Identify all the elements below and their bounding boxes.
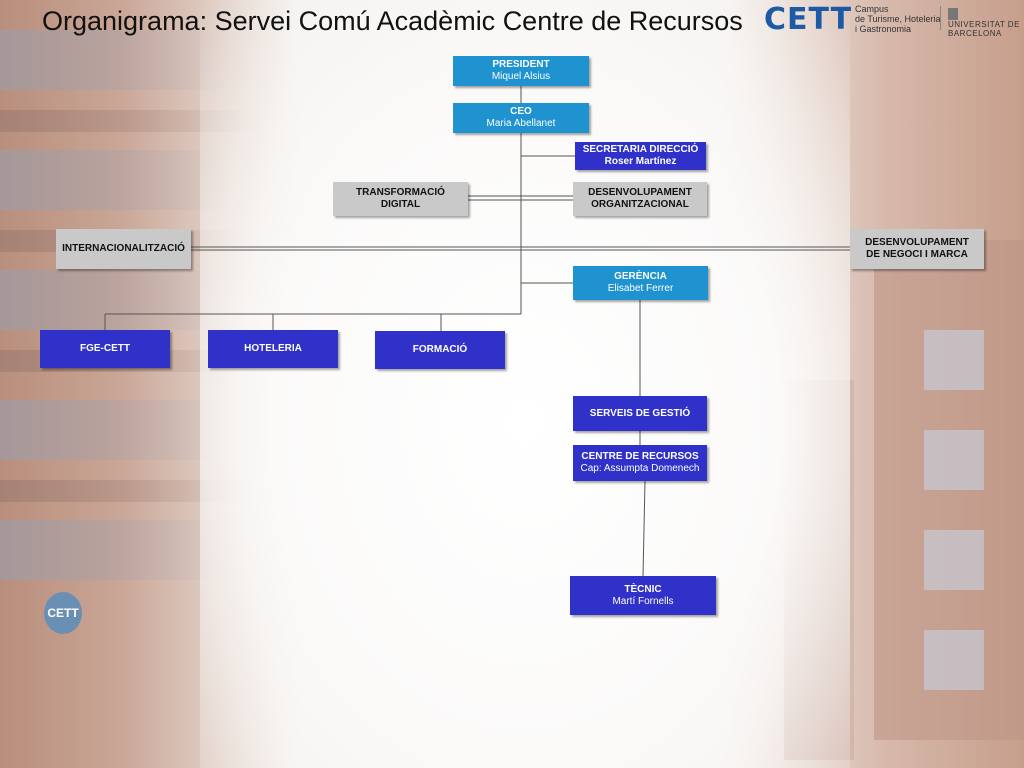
desenvolupament-negoci-box: DESENVOLUPAMENT DE NEGOCI I MARCA xyxy=(850,229,984,269)
internacionalitzacio-title: INTERNACIONALITZACIÓ xyxy=(62,243,185,254)
campus-line: de Turisme, Hoteleria xyxy=(855,14,941,24)
gerencia-box: GERÈNCIA Elisabet Ferrer xyxy=(573,266,708,300)
centre-recursos-name: Cap: Assumpta Domenech xyxy=(580,463,700,474)
formacio-box: FORMACIÓ xyxy=(375,331,505,369)
university-line: BARCELONA xyxy=(948,29,1002,38)
transformacio-box: TRANSFORMACIÓ DIGITAL xyxy=(333,182,468,216)
serveis-gestio-box: SERVEIS DE GESTIÓ xyxy=(573,396,707,431)
fge-cett-box: FGE-CETT xyxy=(40,330,170,368)
university-shield-icon xyxy=(948,8,958,20)
tecnic-title: TÈCNIC xyxy=(624,583,662,595)
desenvolupament-org-line: ORGANITZACIONAL xyxy=(591,199,689,210)
page-title: Organigrama: Servei Comú Acadèmic Centre… xyxy=(42,6,743,36)
president-title: PRESIDENT xyxy=(492,59,550,70)
desenvolupament-org-box: DESENVOLUPAMENT ORGANITZACIONAL xyxy=(573,182,707,216)
president-name: Miquel Alsius xyxy=(491,71,551,82)
ceo-name: Maria Abellanet xyxy=(486,118,556,129)
secretaria-box: SECRETARIA DIRECCIÓ Roser Martínez xyxy=(575,142,706,170)
connector-centre-tecnic xyxy=(642,480,646,577)
gerencia-title: GERÈNCIA xyxy=(614,271,667,282)
campus-logo-text: Campus de Turisme, Hoteleria i Gastronom… xyxy=(855,4,945,34)
tecnic-box: TÈCNIC Martí Fornells xyxy=(570,576,716,615)
tecnic-name: Martí Fornells xyxy=(612,595,674,607)
campus-line: Campus xyxy=(855,4,889,14)
ceo-box: CEO Maria Abellanet xyxy=(453,103,589,133)
secretaria-name: Roser Martínez xyxy=(604,156,677,167)
internacionalitzacio-box: INTERNACIONALITZACIÓ xyxy=(56,229,191,269)
president-box: PRESIDENT Miquel Alsius xyxy=(453,56,589,86)
transformacio-line: DIGITAL xyxy=(380,199,421,210)
desenvolupament-org-line: DESENVOLUPAMENT xyxy=(588,187,692,198)
university-logo: UNIVERSITAT DE BARCELONA xyxy=(948,8,1024,38)
transformacio-line: TRANSFORMACIÓ xyxy=(356,187,445,198)
fge-cett-title: FGE-CETT xyxy=(80,343,130,354)
cett-sign: CETT xyxy=(44,592,82,634)
ceo-title: CEO xyxy=(510,106,532,117)
formacio-title: FORMACIÓ xyxy=(412,344,468,355)
logo-divider xyxy=(940,6,941,30)
secretaria-title: SECRETARIA DIRECCIÓ xyxy=(582,144,699,155)
hoteleria-title: HOTELERIA xyxy=(244,343,302,354)
hoteleria-box: HOTELERIA xyxy=(208,330,338,368)
campus-line: i Gastronomia xyxy=(855,24,912,34)
centre-recursos-box: CENTRE DE RECURSOS Cap: Assumpta Domenec… xyxy=(573,445,707,481)
university-line: UNIVERSITAT DE xyxy=(948,20,1020,29)
desenvolupament-negoci-line: DESENVOLUPAMENT xyxy=(865,237,969,248)
cett-logo: CETT xyxy=(764,2,853,37)
gerencia-name: Elisabet Ferrer xyxy=(607,283,674,294)
serveis-gestio-title: SERVEIS DE GESTIÓ xyxy=(589,407,691,419)
desenvolupament-negoci-line: DE NEGOCI I MARCA xyxy=(866,249,968,260)
centre-recursos-title: CENTRE DE RECURSOS xyxy=(581,451,699,462)
